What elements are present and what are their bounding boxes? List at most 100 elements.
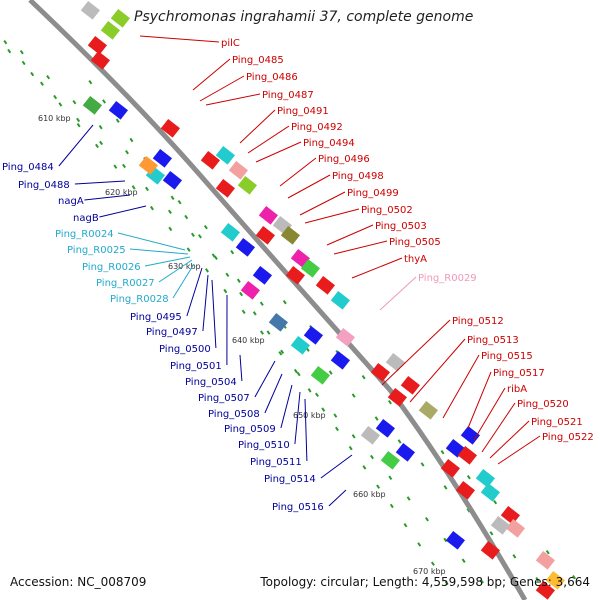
callout-leader xyxy=(247,125,290,154)
tick-mark xyxy=(444,580,449,586)
gene-glyph xyxy=(100,20,120,40)
gene-label: Ping_0521 xyxy=(531,417,583,428)
gene-label: Ping_0503 xyxy=(375,221,427,232)
gene-glyph xyxy=(152,148,172,168)
callout-leader xyxy=(205,93,261,106)
callout-leader xyxy=(304,208,360,224)
callout-leader xyxy=(58,124,94,167)
gene-label: Ping_0515 xyxy=(481,351,533,362)
tick-mark xyxy=(236,278,241,283)
tick-mark xyxy=(466,475,471,480)
callout-leader xyxy=(186,267,203,317)
callout-leader xyxy=(328,489,347,507)
callout-leader xyxy=(84,194,131,201)
tick-mark xyxy=(440,450,445,455)
tick-mark xyxy=(252,311,257,316)
tick-mark xyxy=(315,392,319,398)
callout-leader xyxy=(409,338,466,403)
gene-glyph xyxy=(370,362,390,382)
tick-mark xyxy=(461,558,466,563)
kbp-label: 610 kbp xyxy=(38,114,71,123)
gene-label: Ping_0501 xyxy=(170,361,222,372)
callout-leader xyxy=(379,276,417,311)
gene-glyph xyxy=(110,8,130,28)
tick-mark xyxy=(430,561,435,566)
tick-mark xyxy=(328,370,333,375)
callout-leader xyxy=(158,259,193,283)
tick-mark xyxy=(113,164,118,169)
gene-glyph xyxy=(400,375,420,395)
gene-glyph xyxy=(268,312,288,332)
gene-glyph xyxy=(87,35,107,55)
gene-label: Ping_0504 xyxy=(185,377,237,388)
callout-leader xyxy=(333,240,388,255)
callout-leader xyxy=(326,224,374,246)
callout-leader xyxy=(255,141,302,163)
gene-glyph xyxy=(375,418,395,438)
tick-mark xyxy=(388,475,393,480)
gene-glyph xyxy=(545,570,565,590)
tick-mark xyxy=(30,71,35,77)
gene-label: Ping_0486 xyxy=(246,72,298,83)
callout-leader xyxy=(320,454,353,479)
gene-label: Ping_0494 xyxy=(303,138,355,149)
gene-glyph xyxy=(215,145,235,165)
gene-glyph xyxy=(535,580,555,600)
tick-mark xyxy=(170,195,175,200)
callout-leader xyxy=(279,157,317,187)
callout-leader xyxy=(481,402,516,453)
tick-mark xyxy=(420,462,425,467)
gene-glyph xyxy=(280,225,300,245)
gene-label: Ping_R0029 xyxy=(418,273,477,284)
tick-mark xyxy=(443,485,448,490)
tick-mark xyxy=(145,186,149,192)
gene-glyph xyxy=(335,327,355,347)
tick-mark xyxy=(53,94,58,100)
gene-label: Ping_0505 xyxy=(389,237,441,248)
gene-glyph xyxy=(240,280,260,300)
gene-label: Ping_0492 xyxy=(291,122,343,133)
tick-mark xyxy=(177,200,182,205)
tick-mark xyxy=(376,484,381,489)
gene-label: Ping_0522 xyxy=(542,432,594,443)
tick-mark xyxy=(282,300,287,305)
tick-mark xyxy=(397,439,402,444)
tick-mark xyxy=(58,102,63,107)
gene-glyph xyxy=(480,482,500,502)
gene-glyph xyxy=(300,258,320,278)
tick-mark xyxy=(21,60,26,66)
tick-mark xyxy=(76,122,81,128)
tick-mark xyxy=(361,375,366,380)
tick-mark xyxy=(572,575,576,580)
gene-label: Ping_0507 xyxy=(198,393,250,404)
tick-mark xyxy=(280,349,285,355)
tick-mark xyxy=(167,209,172,215)
kbp-label: 640 kbp xyxy=(232,336,265,345)
callout-leader xyxy=(211,279,217,349)
gene-label: Ping_0511 xyxy=(250,457,302,468)
callout-leader xyxy=(467,371,492,429)
gene-label: ribA xyxy=(507,384,527,395)
callout-leader xyxy=(139,35,220,43)
gene-glyph xyxy=(460,425,480,445)
gene-label: Ping_0491 xyxy=(277,106,329,117)
tick-mark xyxy=(493,500,498,505)
gene-label: Ping_0488 xyxy=(18,180,70,191)
tick-mark xyxy=(278,351,283,356)
gene-glyph xyxy=(220,222,240,242)
tick-mark xyxy=(348,445,353,451)
gene-glyph xyxy=(505,518,525,538)
tick-mark xyxy=(102,99,106,104)
gene-glyph xyxy=(258,205,278,225)
gene-label: Ping_0498 xyxy=(332,171,384,182)
gene-glyph xyxy=(385,352,405,372)
gene-label: Ping_0495 xyxy=(130,312,182,323)
gene-label: nagB xyxy=(73,213,99,224)
callout-leader xyxy=(497,435,541,465)
map-title: Psychromonas ingrahamii 37, complete gen… xyxy=(134,9,474,25)
gene-label: Ping_0520 xyxy=(517,399,569,410)
tick-mark xyxy=(205,268,209,273)
kbp-label: 650 kbp xyxy=(293,411,326,420)
